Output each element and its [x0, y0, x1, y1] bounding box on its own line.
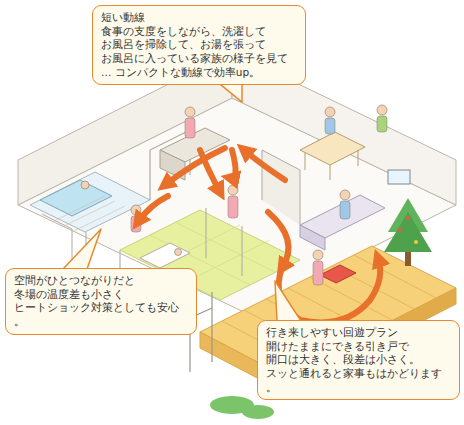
tv	[388, 170, 410, 184]
bath-tiles	[52, 196, 125, 232]
callout-tail	[275, 281, 301, 321]
table-legs	[305, 150, 358, 180]
callout-heading: 行き来しやすい回遊プラン	[266, 326, 451, 340]
callout-text: 開けたままにできる引き戸で 開口は大きく、段差は小さく。 スッと通れると家事もは…	[266, 340, 451, 395]
dining-table	[300, 132, 365, 165]
callout-text: 食事の支度をしながら、洗濯して お風呂を掃除して、お湯を張って お風呂に入ってい…	[101, 25, 297, 80]
christmas-tree	[384, 198, 432, 266]
callout-text: 空間がひとつながりだと 冬場の温度差も小さく ヒートショック対策としても安心。	[14, 274, 188, 329]
callout-heading: 短い動線	[101, 11, 297, 25]
callout-box: 行き来しやすい回遊プラン開けたままにできる引き戸で 開口は大きく、段差は小さく。…	[257, 320, 460, 400]
callout-tail	[220, 84, 242, 102]
callout-box: 短い動線食事の支度をしながら、洗濯して お風呂を掃除して、お湯を張って お風呂に…	[92, 5, 306, 85]
sofa-side	[300, 225, 325, 250]
callout-box: 空間がひとつながりだと 冬場の温度差も小さく ヒートショック対策としても安心。	[5, 268, 197, 335]
bathroom-floor	[30, 172, 150, 232]
family-figures	[81, 105, 387, 285]
futon	[140, 243, 190, 268]
callout-tail	[63, 229, 101, 269]
deck-box	[320, 265, 356, 283]
